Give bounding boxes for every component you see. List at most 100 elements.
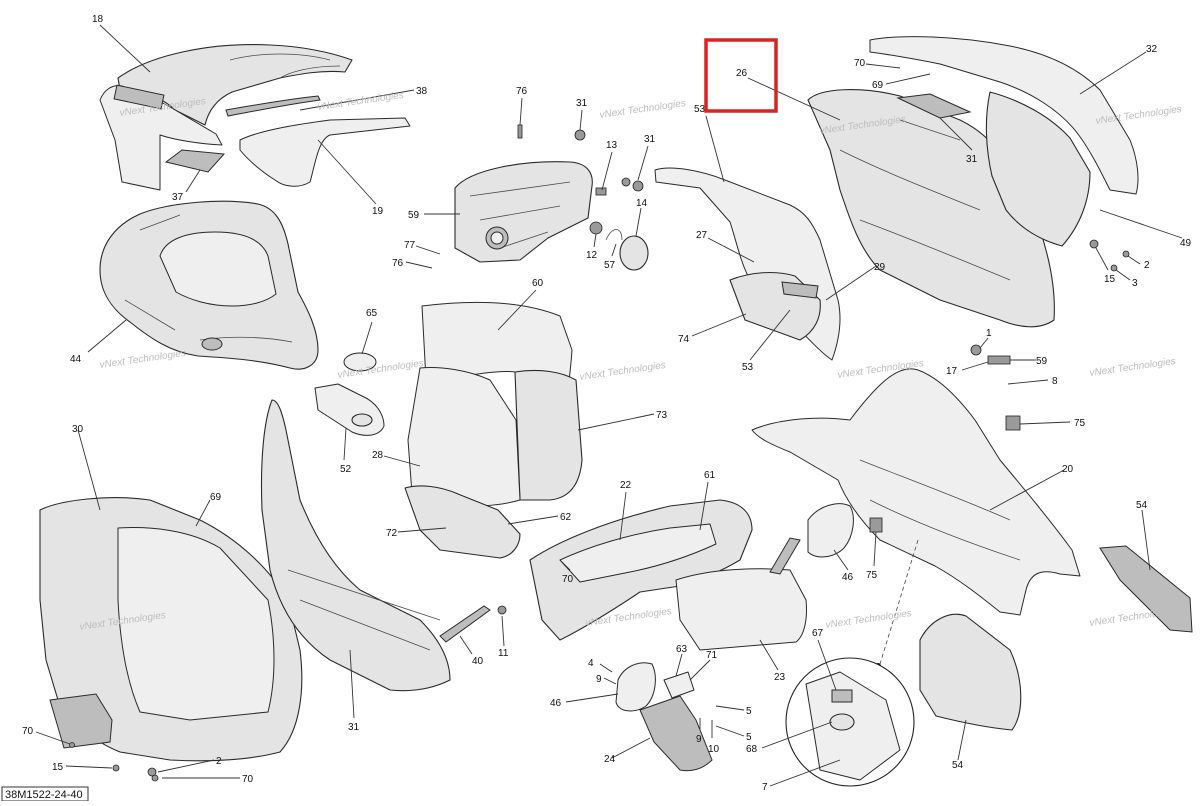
leader-20 xyxy=(989,469,1065,511)
callout-8: 8 xyxy=(1052,376,1058,387)
leader-46-left xyxy=(565,693,619,703)
callout-68: 68 xyxy=(746,744,758,755)
callout-22: 22 xyxy=(620,480,632,491)
part-20-fender xyxy=(751,368,1081,616)
detail-dashed-leader xyxy=(879,539,919,665)
leader-19 xyxy=(317,139,377,205)
leader-14 xyxy=(635,207,642,237)
callout-70-left: 70 xyxy=(22,726,34,737)
highlight-box[interactable] xyxy=(704,38,778,113)
leader-70-top xyxy=(865,63,901,69)
leader-62 xyxy=(507,515,559,525)
part-46-mirror-stem xyxy=(769,537,801,575)
callout-29: 30 xyxy=(72,424,84,435)
callout-14: 14 xyxy=(636,198,648,209)
callout-10: 10 xyxy=(708,744,720,755)
hardware-76-top xyxy=(517,124,523,139)
callout-52: 52 xyxy=(340,464,352,475)
leader-18 xyxy=(99,24,151,73)
leader-7 xyxy=(769,759,841,787)
watermark: vNext Technologies xyxy=(1089,356,1177,379)
part-29-recess xyxy=(117,527,275,721)
hardware-70-left xyxy=(69,742,75,748)
hardware-31-mid-2 xyxy=(621,177,631,187)
part-27-lower-left xyxy=(407,367,521,507)
part-65-ring xyxy=(343,352,377,372)
callout-76-mid: 76 xyxy=(392,258,404,269)
part-73-73-bottom xyxy=(404,485,521,559)
leader-61 xyxy=(497,289,537,331)
highlighted-callout[interactable]: 26 xyxy=(704,38,778,113)
part-53-windscreen xyxy=(654,167,841,361)
callout-12: 12 xyxy=(586,250,598,261)
callout-3-right: 3 xyxy=(1132,278,1138,289)
part-49-detail xyxy=(839,119,1011,281)
callout-27-mid: 28 xyxy=(372,450,384,461)
part-18-detail xyxy=(229,53,341,79)
part-57-wire xyxy=(605,229,623,241)
part-39-trim-strip xyxy=(225,95,321,117)
callout-37: 31 xyxy=(966,154,978,165)
callout-49: 49 xyxy=(1180,238,1192,249)
part-58-lens-inner xyxy=(490,231,504,245)
leader-40 xyxy=(459,635,473,655)
hardware-75-right xyxy=(1005,415,1021,431)
part-28-detail xyxy=(781,281,819,299)
leader-53-top xyxy=(705,115,725,183)
part-52-bracket xyxy=(314,383,385,436)
callout-5-bottom: 5 xyxy=(746,732,752,743)
leader-15-left xyxy=(65,765,113,769)
reference-number: 38M1522-24-40 xyxy=(5,789,83,801)
leader-lines xyxy=(35,24,1183,787)
callout-2-left: 2 xyxy=(216,756,222,767)
part-18-vent xyxy=(113,84,165,110)
leader-8 xyxy=(1007,379,1049,385)
part-46-mirror-lower xyxy=(615,662,656,712)
leader-57 xyxy=(611,243,617,257)
leader-22 xyxy=(619,491,627,541)
leader-77 xyxy=(415,245,441,255)
leader-37 xyxy=(939,117,973,151)
leader-31a xyxy=(579,109,583,131)
hardware-15-right xyxy=(1089,239,1099,249)
leader-27-mid xyxy=(383,455,421,467)
leader-76b xyxy=(405,261,433,269)
leader-26 xyxy=(747,77,841,121)
callout-13: 13 xyxy=(606,140,618,151)
callout-58: 59 xyxy=(408,210,420,221)
callout-15-left: 15 xyxy=(52,762,64,773)
hardware-3-right xyxy=(1110,264,1118,272)
part-30-detail xyxy=(287,569,441,651)
detail-68-grommet xyxy=(829,713,855,731)
part-46-mirror-upper xyxy=(807,503,854,558)
part-24-lower-bracket xyxy=(639,695,713,772)
part-74-side-panel xyxy=(514,369,583,501)
leader-72 xyxy=(691,313,747,337)
callout-20: 20 xyxy=(1062,464,1074,475)
leader-54-bottom xyxy=(957,719,967,761)
callout-69-left: 69 xyxy=(210,492,222,503)
callout-57: 57 xyxy=(604,260,616,271)
leader-31b xyxy=(637,145,649,181)
part-38-grille xyxy=(164,149,226,173)
leader-24 xyxy=(611,737,651,759)
callout-59: 59 xyxy=(1036,356,1048,367)
leader-69-left xyxy=(195,499,211,527)
leader-44 xyxy=(87,319,127,353)
callout-18: 18 xyxy=(92,14,104,25)
leader-11 xyxy=(501,615,505,647)
watermark: vNext Technologies xyxy=(99,348,187,371)
hardware-70-bottom xyxy=(151,774,159,782)
hardware-31-top xyxy=(574,129,586,141)
leader-70-left xyxy=(35,731,71,745)
callout-54-bottom: 54 xyxy=(952,760,964,771)
callout-1: 1 xyxy=(986,328,992,339)
part-52-hole xyxy=(351,413,373,427)
callout-53-top: 53 xyxy=(694,104,706,115)
watermark: vNext Technologies xyxy=(599,98,687,121)
leader-5-bottom xyxy=(715,725,745,737)
callout-23: 23 xyxy=(774,672,786,683)
part-19-side-panel xyxy=(239,117,411,187)
